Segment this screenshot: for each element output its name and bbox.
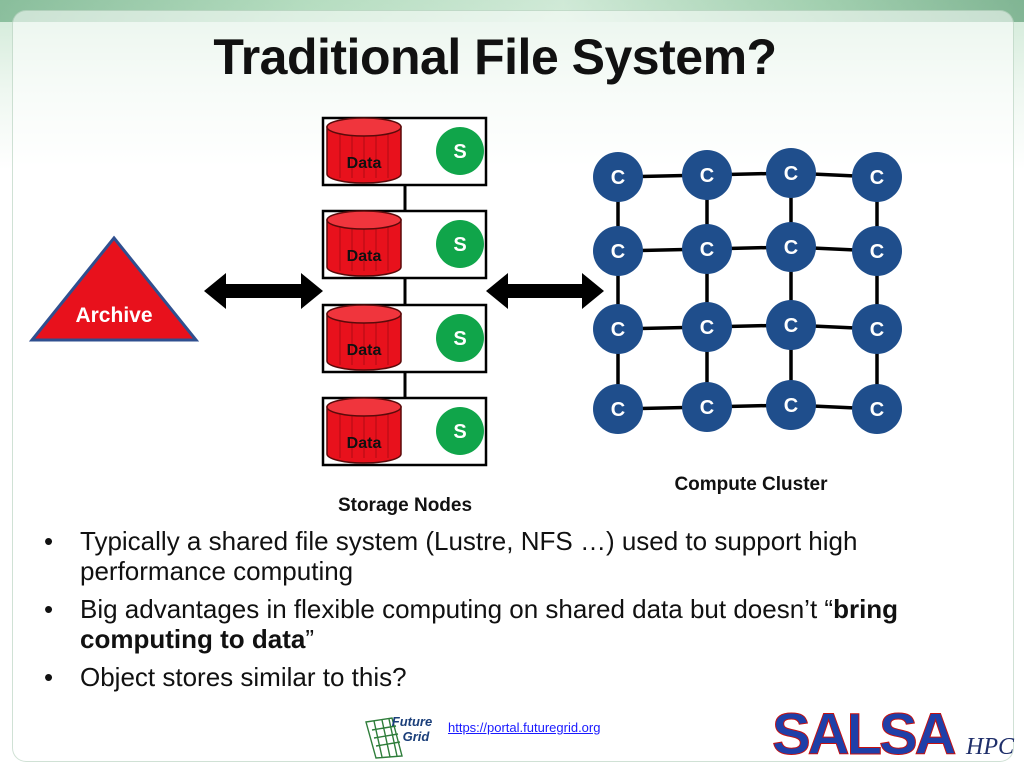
archive-node: Archive — [28, 235, 200, 342]
server-node-icon — [436, 314, 484, 362]
bullet-dot-icon: • — [44, 526, 54, 556]
compute-node-icon — [766, 222, 816, 272]
bullet-list: • Typically a shared file system (Lustre,… — [44, 526, 944, 700]
logo-text-grid: Grid — [403, 729, 431, 744]
bullet-dot-icon: • — [44, 662, 54, 692]
bullet-text: Typically a shared file system (Lustre, … — [80, 526, 858, 586]
bullet-item: • Object stores similar to this? — [44, 662, 944, 692]
compute-node-label: C — [784, 395, 798, 417]
compute-node-label: C — [611, 241, 625, 263]
slide-frame — [12, 10, 1014, 762]
data-label: Data — [347, 435, 382, 452]
archive-triangle — [28, 235, 200, 342]
data-label: Data — [347, 155, 382, 172]
cylinder-cap — [326, 210, 402, 230]
compute-node-label: C — [784, 315, 798, 337]
compute-cluster-caption: Compute Cluster — [674, 474, 828, 495]
compute-node-label: C — [870, 241, 884, 263]
server-label: S — [453, 328, 466, 350]
archive-label: Archive — [75, 304, 152, 327]
hpc-wordmark: HPC — [965, 734, 1015, 760]
cylinder-cap — [326, 397, 402, 417]
bullet-text: Object stores similar to this? — [80, 662, 407, 692]
cylinder-cap — [326, 117, 402, 137]
data-label: Data — [347, 342, 382, 359]
compute-node-label: C — [784, 237, 798, 259]
storage-node: Data S — [321, 116, 488, 187]
compute-node-label: C — [870, 399, 884, 421]
compute-node-icon — [682, 224, 732, 274]
compute-node-icon — [682, 302, 732, 352]
bullet-text-end: ” — [305, 624, 314, 654]
compute-node-icon — [766, 300, 816, 350]
server-node-icon — [436, 127, 484, 175]
compute-node-label: C — [870, 167, 884, 189]
bullet-text: Big advantages in flexible computing on … — [80, 594, 834, 624]
compute-node-label: C — [700, 397, 714, 419]
compute-node-icon — [593, 152, 643, 202]
compute-node-icon — [766, 380, 816, 430]
compute-cluster: C C C C C C C C C C C C C C C C — [593, 148, 902, 434]
compute-node-icon — [852, 152, 902, 202]
compute-node-icon — [593, 226, 643, 276]
data-label: Data — [347, 248, 382, 265]
compute-node-icon — [682, 382, 732, 432]
compute-node-label: C — [700, 317, 714, 339]
storage-node: Data S — [321, 209, 488, 280]
bullet-bold-text: bring computing to data — [80, 594, 899, 654]
bullet-item: • Typically a shared file system (Lustre,… — [44, 526, 944, 586]
futuregrid-logo: Future Grid — [365, 714, 432, 759]
compute-node-label: C — [700, 239, 714, 261]
storage-node: Data S — [321, 396, 488, 467]
server-label: S — [453, 421, 466, 443]
archive-storage-arrow — [204, 273, 323, 309]
logo-text-future: Future — [392, 714, 432, 729]
bullet-dot-icon: • — [44, 594, 54, 624]
bullet-item: • Big advantages in flexible computing on… — [44, 594, 944, 654]
server-node-icon — [436, 220, 484, 268]
compute-node-icon — [852, 384, 902, 434]
salsa-wordmark: SALSA — [772, 702, 956, 762]
cylinder-cap — [326, 304, 402, 324]
compute-node-icon — [593, 304, 643, 354]
storage-node: Data S — [321, 303, 488, 374]
salsa-hpc-logo: SALSA HPC — [772, 702, 1015, 763]
compute-node-label: C — [784, 163, 798, 185]
futuregrid-portal-link[interactable]: https://portal.futuregrid.org — [448, 720, 601, 735]
server-node-icon — [436, 407, 484, 455]
compute-node-icon — [852, 226, 902, 276]
compute-node-icon — [766, 148, 816, 198]
compute-node-icon — [682, 150, 732, 200]
server-label: S — [453, 141, 466, 163]
compute-node-icon — [852, 304, 902, 354]
compute-node-icon — [593, 384, 643, 434]
storage-cluster-arrow — [486, 273, 604, 309]
server-label: S — [453, 234, 466, 256]
compute-node-label: C — [870, 319, 884, 341]
slide-title: Traditional File System? — [213, 29, 777, 85]
compute-node-label: C — [700, 165, 714, 187]
compute-node-label: C — [611, 399, 625, 421]
compute-node-label: C — [611, 319, 625, 341]
storage-nodes-caption: Storage Nodes — [338, 495, 472, 516]
compute-node-label: C — [611, 167, 625, 189]
